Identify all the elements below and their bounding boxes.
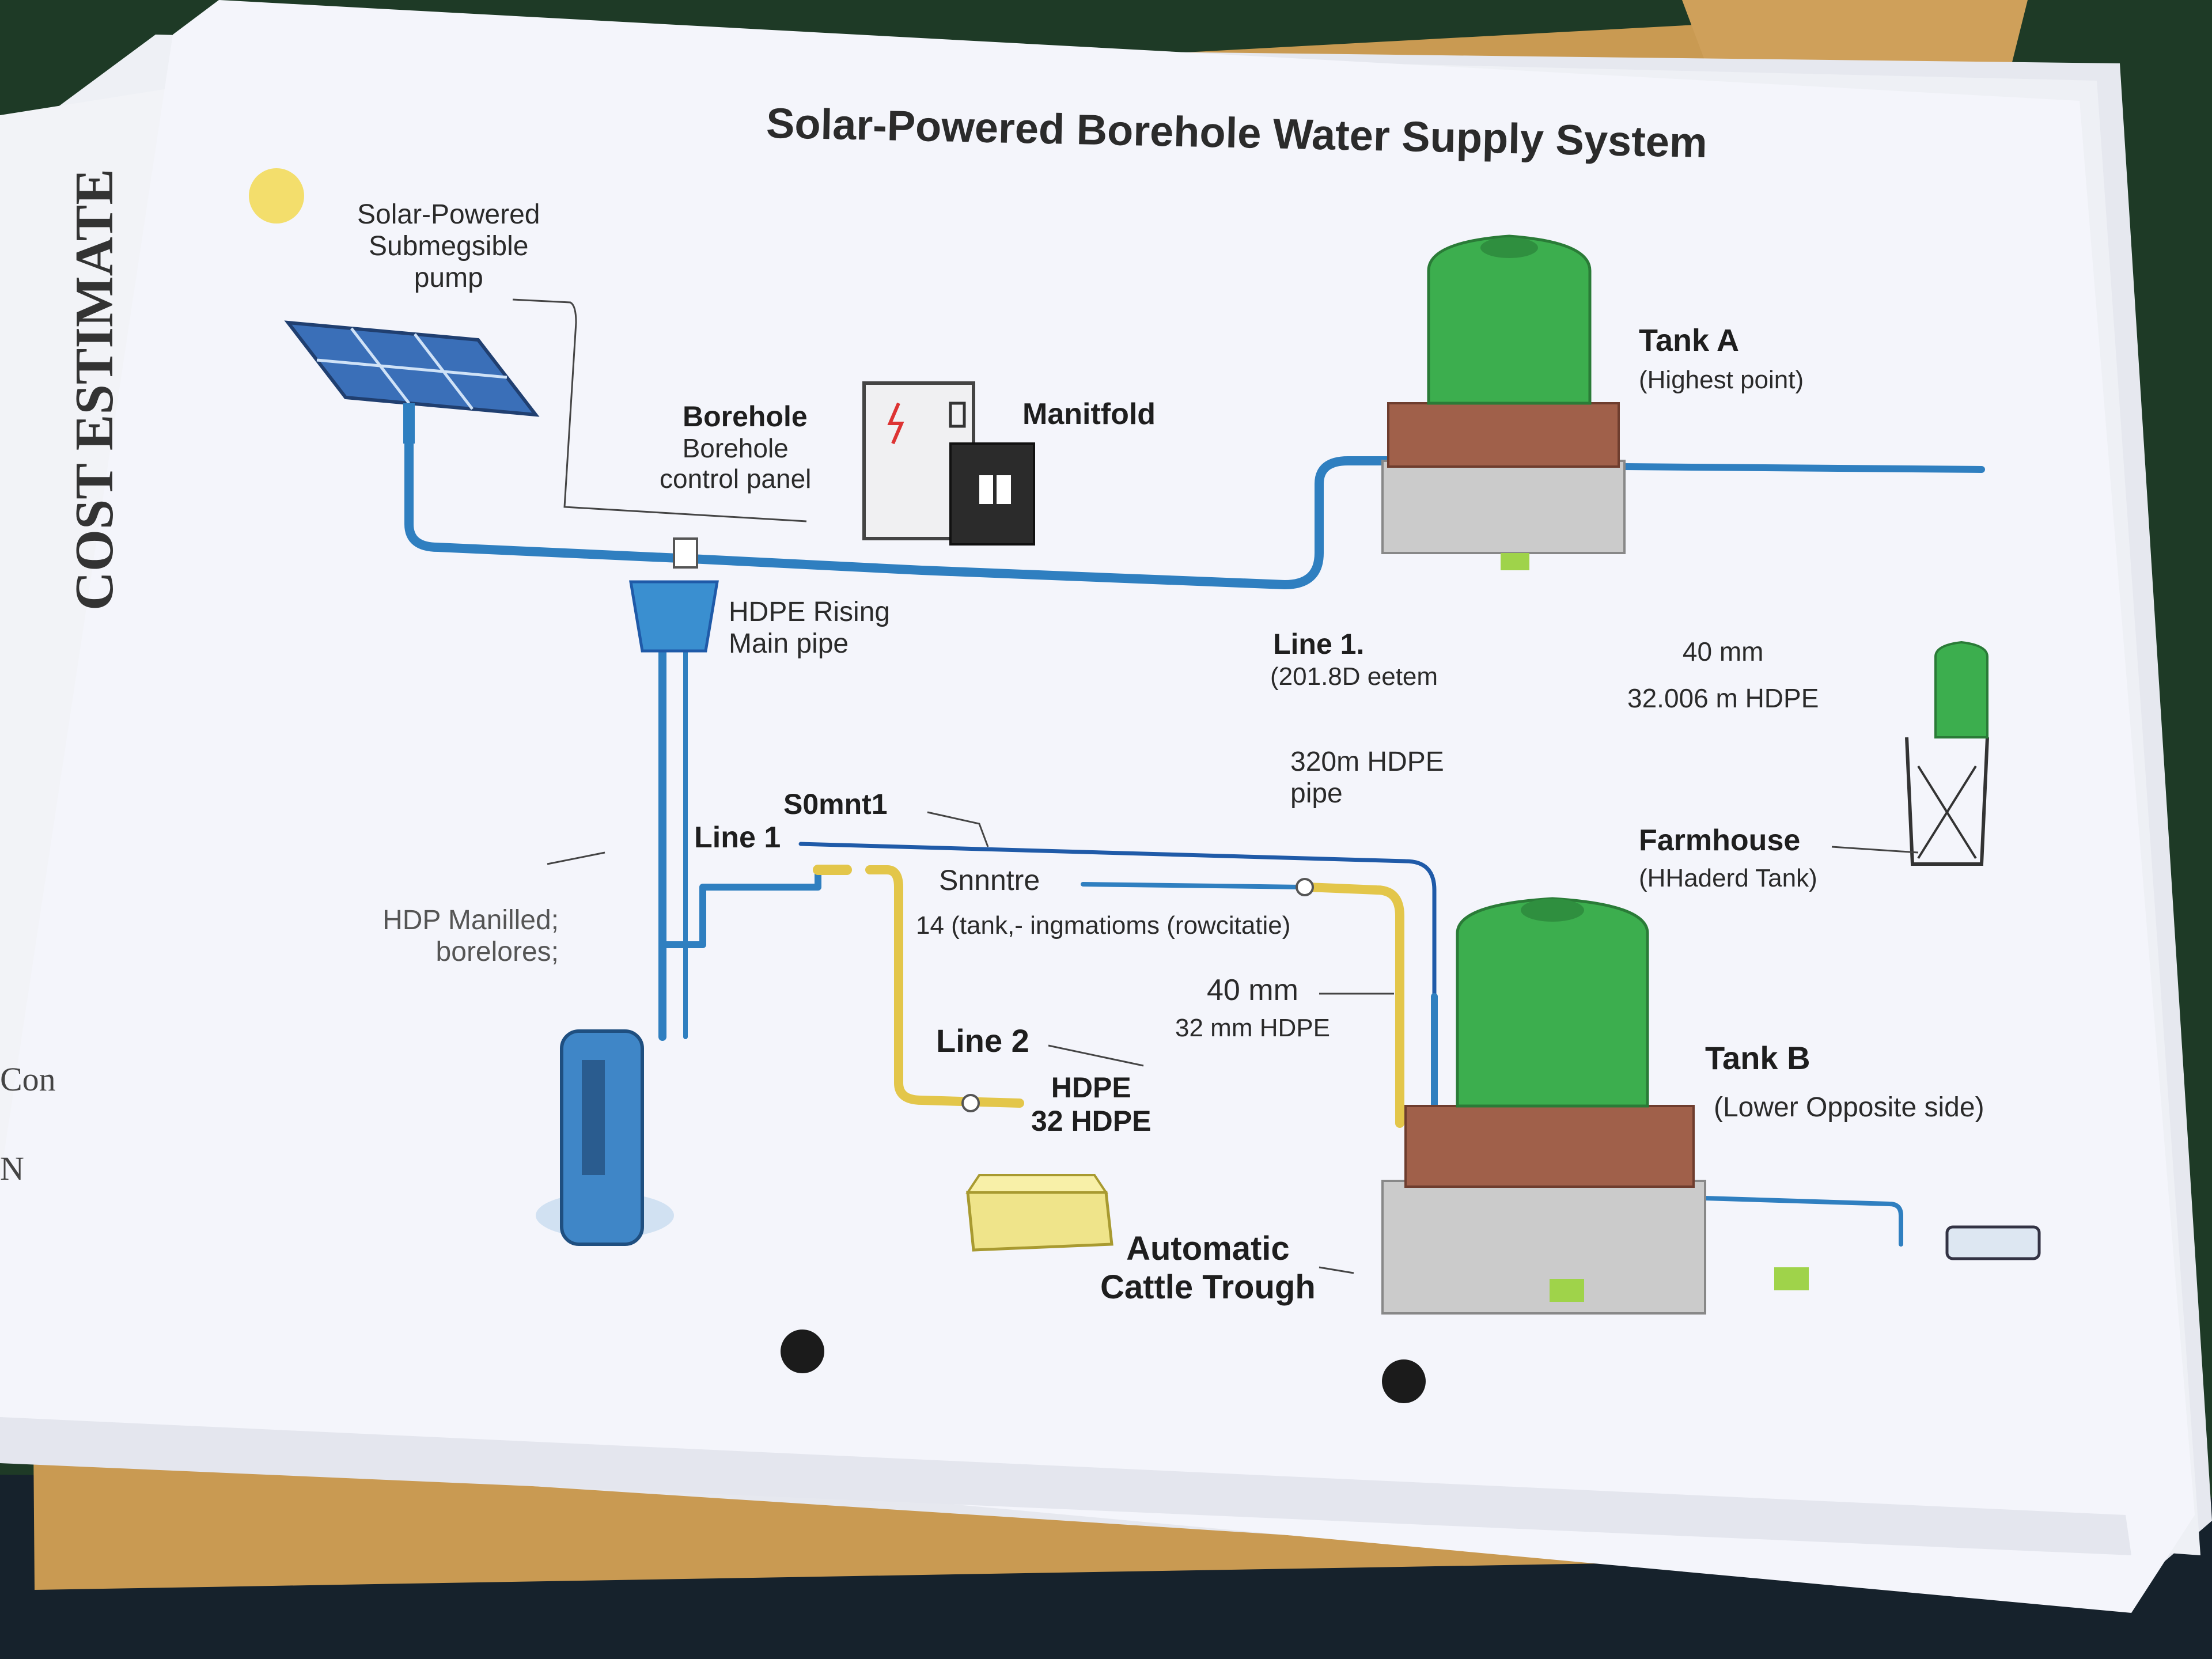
pipe-320m-line2: pipe	[1290, 778, 1343, 809]
punch-hole	[1382, 1359, 1426, 1403]
farmhouse-spec-line2: 32.006 m HDPE	[1627, 683, 1819, 713]
cattle-trough-line1: Automatic	[1126, 1230, 1290, 1267]
punch-hole	[781, 1330, 824, 1373]
solar-pump-line2: Submegsible	[368, 231, 529, 262]
solar-pump-line3: pump	[414, 263, 483, 294]
farmhouse-tank-icon	[1905, 641, 1989, 866]
farmhouse-label: Farmhouse	[1639, 824, 1801, 857]
cattle-trough-label: Automatic Cattle Trough	[1100, 1230, 1316, 1306]
line1-upper-label: Line 1.	[1273, 628, 1365, 660]
farmhouse-note: (HHaderd Tank)	[1639, 864, 1817, 892]
farmhouse-spec-label: 40 mm 32.006 m HDPE	[1627, 637, 1819, 714]
borehole-pump-icon	[536, 1029, 674, 1246]
side-fragment: Con	[0, 1060, 56, 1098]
farmhouse-spec-line1: 40 mm	[1682, 637, 1764, 666]
spec-40mm-line2: 32 mm HDPE	[1175, 1013, 1330, 1042]
solar-panel-icon	[284, 320, 540, 444]
cost-estimate-title: COST ESTIMATE	[65, 168, 124, 611]
solar-pump-label: Solar-Powered Submegsible pump	[357, 199, 540, 294]
rising-main-line2: Main pipe	[729, 628, 849, 660]
tank-a-note: (Highest point)	[1639, 366, 1804, 394]
line1-upper-note: (201.8D eetem	[1270, 662, 1438, 691]
yellow-pipe-network	[813, 865, 1404, 1128]
control-panel-line2: control panel	[660, 463, 812, 494]
solar-pump-line1: Solar-Powered	[357, 199, 540, 230]
rising-main-label: HDPE Rising Main pipe	[729, 596, 890, 660]
pipe-320m-line1: 320m HDPE	[1290, 747, 1444, 777]
manifold-label: Manitfold	[1022, 397, 1156, 431]
tank-b-note: (Lower Opposite side)	[1714, 1092, 1984, 1123]
control-panel-label: Borehole control panel	[660, 433, 811, 494]
rising-main-funnel-icon	[629, 580, 719, 653]
manifold-valve-icon	[673, 537, 698, 569]
spec-40mm-label: 40 mm 32 mm HDPE	[1175, 974, 1330, 1043]
hdp-manifold-label: HDP Manilled; borelores;	[351, 904, 559, 968]
sun-icon	[249, 168, 304, 224]
borehole-label: Borehole	[683, 400, 808, 433]
hdpe-32-label: HDPE 32 HDPE	[1031, 1071, 1151, 1138]
tank-a-icon	[1381, 234, 1626, 570]
pipe-320m-label: 320m HDPE pipe	[1290, 746, 1444, 809]
tank-a-label: Tank A	[1639, 323, 1740, 358]
somnt-label: S0mnt1	[783, 788, 888, 820]
hdpe-32-line2: 32 HDPE	[1031, 1104, 1152, 1137]
valve-icon	[1296, 878, 1314, 896]
valve-icon	[961, 1094, 980, 1112]
hdp-manifold-line1: HDP Manilled;	[382, 905, 559, 935]
tank-note-label: 14 (tank,- ingmatioms (rowcitatie)	[916, 911, 1291, 940]
hdpe-32-line1: HDPE	[1051, 1071, 1131, 1104]
line2-label: Line 2	[936, 1022, 1029, 1059]
cattle-trough-line2: Cattle Trough	[1100, 1268, 1316, 1306]
tank-b-icon	[1381, 897, 1809, 1315]
control-panel-icon	[862, 381, 1035, 546]
cattle-trough-icon	[965, 1174, 1113, 1252]
control-panel-line1: Borehole	[682, 433, 789, 463]
line1-lower-label: Line 1	[694, 821, 781, 854]
tank-b-label: Tank B	[1705, 1040, 1810, 1076]
snntre-label: Snnntre	[939, 864, 1040, 896]
small-trough-icon	[1945, 1225, 2041, 1260]
rising-main-line1: HDPE Rising	[729, 597, 891, 627]
side-fragment: N	[0, 1150, 24, 1187]
leader-lines	[512, 298, 1919, 1274]
hdp-manifold-line2: borelores;	[435, 937, 559, 968]
spec-40mm-line1: 40 mm	[1207, 974, 1298, 1007]
